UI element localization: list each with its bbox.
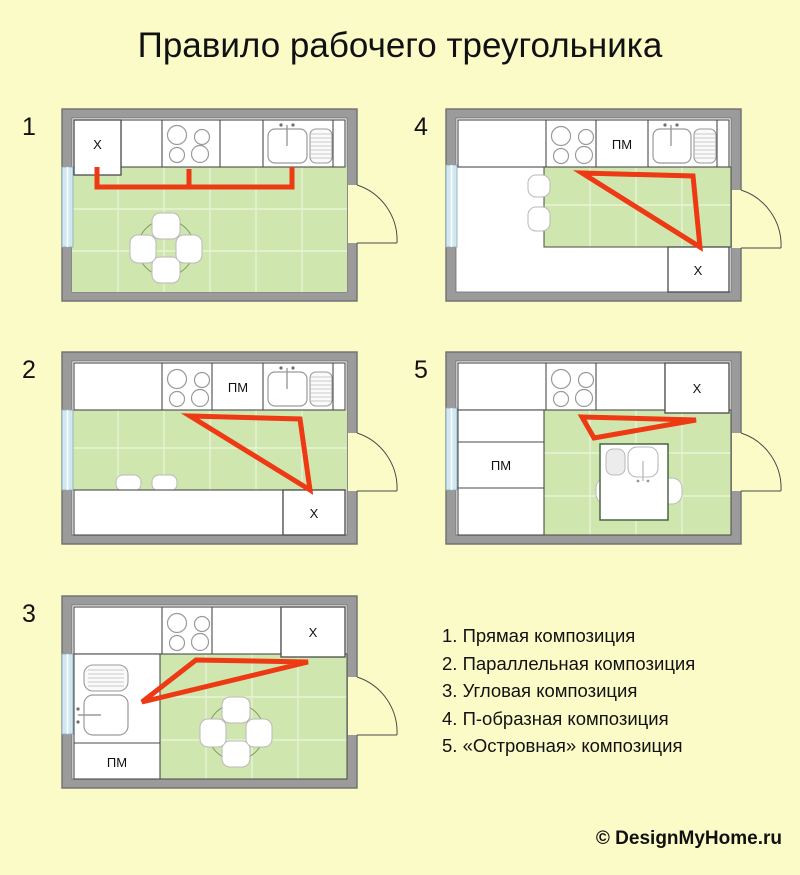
dishwasher-label: ПМ	[228, 380, 248, 395]
plan-number-1: 1	[22, 113, 36, 141]
window-icon	[61, 409, 74, 491]
left-cabinet-run	[457, 409, 545, 536]
fridge-label: Х	[310, 506, 319, 521]
dishwasher-label: ПМ	[107, 755, 127, 770]
stove-icon	[550, 368, 595, 408]
dishwasher-label: ПМ	[612, 137, 632, 152]
legend-item-3: 3. Угловая композиция	[442, 680, 638, 701]
stool-group	[115, 474, 178, 492]
door-icon	[732, 189, 782, 249]
fridge-unit: Х	[664, 362, 730, 414]
work-triangle-path	[140, 657, 309, 705]
dining-table-group	[199, 696, 273, 768]
window-icon	[445, 164, 458, 248]
dishwasher-unit: ПМ	[612, 137, 632, 152]
plan-number-5: 5	[414, 356, 428, 384]
page-title: Правило рабочего треугольника	[137, 26, 663, 65]
stove-icon	[166, 612, 211, 652]
work-triangle-path	[180, 413, 314, 495]
legend-item-4: 4. П-образная композиция	[442, 707, 669, 729]
window-icon	[61, 653, 74, 735]
door-icon	[348, 432, 398, 492]
fridge-label: Х	[93, 137, 102, 152]
kitchen-island	[595, 443, 683, 521]
fridge-unit: Х	[282, 489, 346, 536]
dishwasher-unit: ПМ	[491, 458, 511, 473]
island-composition-plan: 5	[410, 348, 800, 553]
sink-icon	[267, 123, 333, 164]
door-icon	[348, 676, 398, 736]
dishwasher-label: ПМ	[491, 458, 511, 473]
sink-icon	[76, 664, 129, 736]
fridge-label: Х	[309, 625, 318, 640]
legend-item-1: 1. Прямая композиция	[442, 625, 636, 646]
fridge-unit: Х	[667, 246, 730, 293]
dining-table-group	[129, 212, 203, 284]
plan-number-3: 3	[22, 600, 36, 628]
fridge-label: Х	[694, 263, 703, 278]
plan-number-4: 4	[414, 113, 428, 141]
watermark-credit: © DesignMyHome.ru	[595, 828, 782, 849]
sink-icon	[652, 123, 717, 164]
stove-icon	[166, 368, 211, 408]
window-icon	[61, 166, 74, 248]
plan-number-2: 2	[22, 356, 36, 384]
work-triangle-path	[577, 414, 697, 441]
u-shaped-composition-plan: 4	[410, 105, 800, 310]
stool-group	[527, 174, 551, 232]
fridge-label: Х	[693, 381, 702, 396]
stove-icon	[550, 125, 595, 165]
window-icon	[445, 407, 458, 491]
work-triangle-path	[94, 167, 295, 190]
sink-icon	[267, 366, 333, 407]
fridge-unit: Х	[73, 119, 122, 176]
straight-composition-plan: 1	[18, 105, 398, 310]
legend-item-2: 2. Параллельная композиция	[442, 652, 696, 674]
stove-icon	[166, 124, 211, 164]
composition-legend: 1. Прямая композиция 2. Параллельная ком…	[442, 622, 695, 760]
door-icon	[732, 432, 782, 492]
dishwasher-unit: ПМ	[107, 755, 127, 770]
parallel-composition-plan: 2	[18, 348, 398, 553]
work-triangle-path	[572, 170, 703, 252]
corner-composition-plan: 3	[18, 592, 408, 797]
dishwasher-unit: ПМ	[228, 380, 248, 395]
legend-item-5: 5. «Островная» композиция	[442, 735, 683, 756]
fridge-unit: Х	[280, 606, 346, 658]
door-icon	[348, 184, 398, 244]
